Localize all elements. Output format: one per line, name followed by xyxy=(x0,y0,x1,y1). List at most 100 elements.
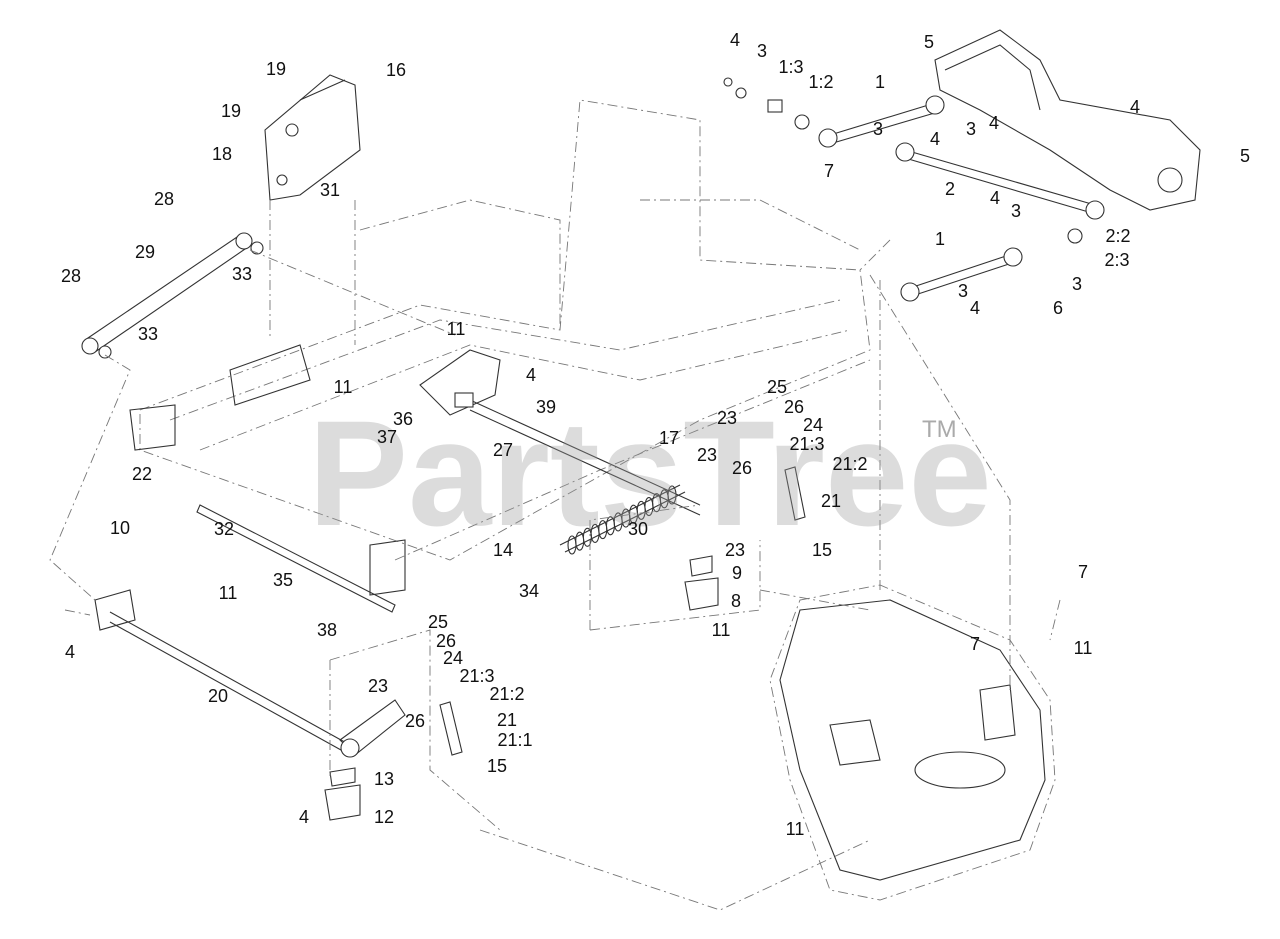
callout-11: 11 xyxy=(334,377,353,397)
callout-7: 7 xyxy=(970,634,980,654)
callout-1: 1 xyxy=(935,229,945,249)
callout-3: 3 xyxy=(757,41,767,61)
callout-31: 31 xyxy=(320,180,340,200)
callout-21-3: 21:3 xyxy=(789,434,824,454)
callout-33: 33 xyxy=(232,264,252,284)
callout-38: 38 xyxy=(317,620,337,640)
callout-21-1: 21:1 xyxy=(497,730,532,750)
left-bracket xyxy=(264,74,361,201)
callout-37: 37 xyxy=(377,427,397,447)
callout-33: 33 xyxy=(138,324,158,344)
callout-21-2: 21:2 xyxy=(489,684,524,704)
callout-2-2: 2:2 xyxy=(1105,226,1130,246)
callout-7: 7 xyxy=(824,161,834,181)
callout-11: 11 xyxy=(786,819,805,839)
callout-24: 24 xyxy=(443,648,463,668)
callout-4: 4 xyxy=(989,113,999,133)
callout-19: 19 xyxy=(266,59,286,79)
callout-22: 22 xyxy=(132,464,152,484)
rod-27 xyxy=(419,349,701,516)
callout-4: 4 xyxy=(65,642,75,662)
callout-4: 4 xyxy=(1130,97,1140,117)
callout-39: 39 xyxy=(536,397,556,417)
link-arms xyxy=(723,77,1105,302)
callout-19: 19 xyxy=(221,101,241,121)
callout-23: 23 xyxy=(717,408,737,428)
callout-35: 35 xyxy=(273,570,293,590)
callout-26: 26 xyxy=(732,458,752,478)
spring-coil xyxy=(667,485,677,505)
callout-23: 23 xyxy=(697,445,717,465)
clamp-8-9 xyxy=(684,555,719,611)
callout-17: 17 xyxy=(659,428,679,448)
bar-35 xyxy=(196,504,396,613)
spring-coils xyxy=(567,485,677,555)
watermark-text: PartsTree xyxy=(308,389,992,557)
callout-4: 4 xyxy=(526,365,536,385)
callout-28: 28 xyxy=(61,266,81,286)
callout-3: 3 xyxy=(958,281,968,301)
link-29 xyxy=(81,232,264,359)
callout-2-3: 2:3 xyxy=(1104,250,1129,270)
callout-34: 34 xyxy=(519,581,539,601)
callout-2: 2 xyxy=(945,179,955,199)
callout-36: 36 xyxy=(393,409,413,429)
callout-32: 32 xyxy=(214,519,234,539)
callout-4: 4 xyxy=(930,129,940,149)
callout-12: 12 xyxy=(374,807,394,827)
callout-11: 11 xyxy=(447,319,466,339)
callout-21-2: 21:2 xyxy=(832,454,867,474)
callout-11: 11 xyxy=(712,620,731,640)
mower-deck xyxy=(769,584,1056,901)
watermark-trademark: TM xyxy=(922,416,957,443)
callout-15: 15 xyxy=(812,540,832,560)
main-frame xyxy=(129,99,871,596)
callout-6: 6 xyxy=(1053,298,1063,318)
callout-21: 21 xyxy=(497,710,517,730)
callout-14: 14 xyxy=(493,540,513,560)
callout-3: 3 xyxy=(873,119,883,139)
callout-23: 23 xyxy=(368,676,388,696)
callout-8: 8 xyxy=(731,591,741,611)
callout-21-3: 21:3 xyxy=(459,666,494,686)
callout-20: 20 xyxy=(208,686,228,706)
callout-4: 4 xyxy=(990,188,1000,208)
callout-18: 18 xyxy=(212,144,232,164)
chain-right xyxy=(784,466,806,521)
callout-25: 25 xyxy=(428,612,448,632)
callout-1-3: 1:3 xyxy=(778,57,803,77)
callout-29: 29 xyxy=(135,242,155,262)
spring-30 xyxy=(559,484,686,555)
callout-21: 21 xyxy=(821,491,841,511)
callout-5: 5 xyxy=(1240,146,1250,166)
callout-9: 9 xyxy=(732,563,742,583)
callout-5: 5 xyxy=(924,32,934,52)
callout-11: 11 xyxy=(1074,638,1093,658)
callout-3: 3 xyxy=(1072,274,1082,294)
callout-30: 30 xyxy=(628,519,648,539)
callout-26: 26 xyxy=(405,711,425,731)
callout-1: 1 xyxy=(875,72,885,92)
callout-15: 15 xyxy=(487,756,507,776)
callout-26: 26 xyxy=(784,397,804,417)
mount-bracket xyxy=(934,29,1201,211)
callout-16: 16 xyxy=(386,60,406,80)
callout-3: 3 xyxy=(966,119,976,139)
callout-11: 11 xyxy=(219,583,238,603)
callout-13: 13 xyxy=(374,769,394,789)
callout-23: 23 xyxy=(725,540,745,560)
callout-7: 7 xyxy=(1078,562,1088,582)
callout-4: 4 xyxy=(730,30,740,50)
callout-3: 3 xyxy=(1011,201,1021,221)
callout-28: 28 xyxy=(154,189,174,209)
callout-1-2: 1:2 xyxy=(808,72,833,92)
watermark: PartsTree TM xyxy=(308,389,992,557)
clamp-12-13 xyxy=(324,767,361,821)
callout-4: 4 xyxy=(970,298,980,318)
callout-26: 26 xyxy=(436,631,456,651)
callout-25: 25 xyxy=(767,377,787,397)
rod-20 xyxy=(94,589,406,758)
assembly-lines xyxy=(49,200,1061,911)
